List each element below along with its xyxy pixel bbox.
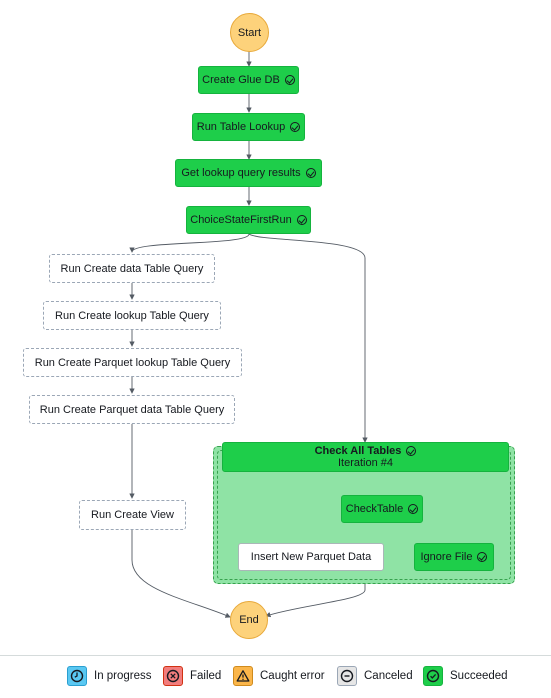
node-run-table-lookup[interactable]: Run Table Lookup bbox=[192, 113, 305, 141]
legend-label: Succeeded bbox=[450, 670, 508, 682]
node-run-create-lookup-table[interactable]: Run Create lookup Table Query bbox=[43, 301, 221, 330]
node-run-create-data-table[interactable]: Run Create data Table Query bbox=[49, 254, 215, 283]
legend-label: Failed bbox=[190, 670, 222, 682]
legend-label: Canceled bbox=[364, 670, 413, 682]
check-circle-icon bbox=[296, 215, 307, 225]
edge-choice-datatable bbox=[129, 233, 250, 253]
check-circle-icon bbox=[290, 122, 301, 132]
node-run-create-parquet-lookup[interactable]: Run Create Parquet lookup Table Query bbox=[23, 348, 242, 377]
node-label: Run Create View bbox=[91, 509, 174, 521]
check-circle-icon bbox=[477, 552, 488, 562]
legend-canceled: Canceled bbox=[337, 665, 413, 687]
node-check-table[interactable]: CheckTable bbox=[341, 495, 423, 523]
minus-circle-icon bbox=[337, 666, 357, 686]
end-label: End bbox=[239, 614, 259, 626]
node-check-all-tables[interactable]: Check All Tables Iteration #4 bbox=[222, 442, 509, 472]
warning-icon bbox=[233, 666, 253, 686]
node-label: Ignore File bbox=[420, 551, 473, 563]
check-circle-icon bbox=[305, 168, 316, 178]
legend-caught-error: Caught error bbox=[233, 665, 325, 687]
legend-failed: Failed bbox=[163, 665, 221, 687]
node-label: Run Create data Table Query bbox=[60, 262, 204, 275]
node-create-glue-db[interactable]: Create Glue DB bbox=[198, 66, 299, 94]
node-insert-parquet-data[interactable]: Insert New Parquet Data bbox=[238, 543, 384, 571]
state-machine-graph: Start Create Glue DB Run Table Lookup Ge… bbox=[0, 0, 551, 655]
x-circle-icon bbox=[163, 666, 183, 686]
end-node[interactable]: End bbox=[230, 601, 268, 639]
legend-succeeded: Succeeded bbox=[423, 665, 508, 687]
edge-view-end bbox=[131, 530, 231, 618]
edge-choice-map bbox=[248, 233, 368, 443]
status-legend: In progress Failed Caught error Canceled… bbox=[0, 655, 551, 698]
iteration-label: Iteration #4 bbox=[337, 457, 394, 469]
node-run-create-parquet-data[interactable]: Run Create Parquet data Table Query bbox=[29, 395, 235, 424]
node-ignore-file[interactable]: Ignore File bbox=[414, 543, 494, 571]
check-circle-icon bbox=[406, 446, 417, 456]
check-circle-icon bbox=[423, 666, 443, 686]
start-label: Start bbox=[237, 26, 262, 39]
node-label: Run Create lookup Table Query bbox=[55, 309, 209, 322]
node-label: Run Create Parquet lookup Table Query bbox=[34, 356, 231, 369]
check-circle-icon bbox=[284, 75, 295, 85]
start-node[interactable]: Start bbox=[230, 13, 269, 52]
legend-in-progress: In progress bbox=[67, 665, 152, 687]
node-label: Create Glue DB bbox=[202, 74, 280, 86]
node-label: Insert New Parquet Data bbox=[250, 551, 372, 563]
node-label: Run Create Parquet data Table Query bbox=[39, 403, 225, 416]
node-label: ChoiceStateFirstRun bbox=[190, 214, 292, 226]
legend-label: Caught error bbox=[260, 670, 325, 682]
node-get-lookup-results[interactable]: Get lookup query results bbox=[175, 159, 322, 187]
node-choice-first-run[interactable]: ChoiceStateFirstRun bbox=[186, 206, 311, 234]
node-label: Get lookup query results bbox=[181, 167, 301, 179]
legend-label: In progress bbox=[94, 670, 152, 682]
node-label: CheckTable bbox=[345, 503, 404, 515]
node-run-create-view[interactable]: Run Create View bbox=[79, 500, 186, 530]
node-label: Run Table Lookup bbox=[196, 121, 286, 133]
clock-icon bbox=[67, 666, 87, 686]
map-title: Check All Tables bbox=[314, 445, 402, 457]
check-circle-icon bbox=[408, 504, 419, 514]
edge-map-end bbox=[265, 584, 366, 618]
